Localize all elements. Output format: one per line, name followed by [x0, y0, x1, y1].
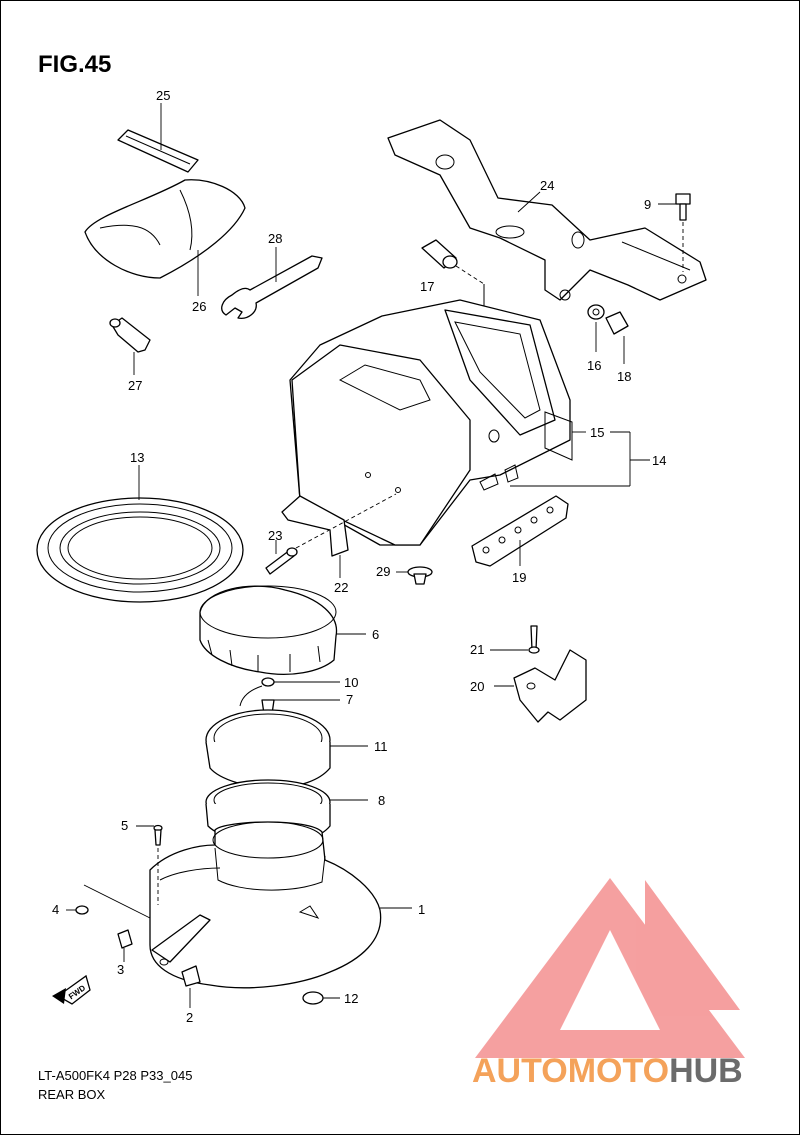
callout-12: 12	[344, 991, 358, 1006]
part-27-plug	[109, 317, 151, 375]
part-11-ring	[205, 709, 368, 789]
part-16-washer	[587, 304, 605, 352]
callout-9: 9	[644, 197, 651, 212]
part-21-bolt	[490, 625, 540, 654]
callout-21: 21	[470, 642, 484, 657]
callout-6: 6	[372, 627, 379, 642]
callout-11: 11	[374, 739, 388, 754]
fwd-arrow-icon: FWD	[52, 974, 91, 1005]
part-13-seal-ring	[36, 465, 244, 603]
callout-17: 17	[420, 279, 434, 294]
part-15-seal	[510, 411, 650, 487]
part-29-rivet	[396, 566, 433, 585]
callout-10: 10	[344, 675, 358, 690]
callout-26: 26	[192, 299, 206, 314]
part-3-screw	[117, 929, 133, 962]
callout-28: 28	[268, 231, 282, 246]
part-25-strap	[117, 103, 199, 173]
part-18-bolt	[605, 311, 629, 364]
figure-title: FIG.45	[38, 51, 111, 78]
part-4-nut	[66, 884, 151, 919]
part-10-screw	[239, 677, 340, 707]
callout-18: 18	[617, 369, 631, 384]
part-12-nut	[302, 991, 340, 1005]
callout-3: 3	[117, 962, 124, 977]
part-23-pin	[265, 493, 397, 575]
callout-8: 8	[378, 793, 385, 808]
callout-14: 14	[652, 453, 666, 468]
watermark-text-a: AUTOMOTO	[472, 1052, 669, 1090]
callout-25: 25	[156, 88, 170, 103]
figure-code: LT-A500FK4 P28 P33_045	[38, 1068, 192, 1083]
figure-name: REAR BOX	[38, 1087, 106, 1102]
part-20-bracket	[494, 649, 587, 723]
part-6-cap	[199, 585, 366, 675]
part-5-screw	[136, 824, 163, 905]
part-24-bracket	[387, 119, 707, 301]
part-28-wrench	[221, 247, 323, 319]
callout-2: 2	[186, 1010, 193, 1025]
callout-24: 24	[540, 178, 554, 193]
callout-22: 22	[334, 580, 348, 595]
callout-23: 23	[268, 528, 282, 543]
watermark-text-b: HUB	[669, 1052, 743, 1090]
part-9-bolt	[658, 193, 691, 272]
callout-16: 16	[587, 358, 601, 373]
part-26-tool-bag	[84, 179, 246, 296]
callout-15: 15	[590, 425, 604, 440]
callout-29: 29	[376, 564, 390, 579]
callout-27: 27	[128, 378, 142, 393]
callout-19: 19	[512, 570, 526, 585]
part-19-hinge-plate	[471, 495, 569, 567]
callout-labels: 25 26 28 27 24 9 17 16 18 15 14 13 23 22…	[52, 88, 666, 1025]
callout-13: 13	[130, 450, 144, 465]
callout-7: 7	[346, 692, 353, 707]
watermark-logo	[475, 878, 745, 1058]
callout-20: 20	[470, 679, 484, 694]
part-1-housing	[149, 821, 412, 989]
callout-5: 5	[121, 818, 128, 833]
callout-4: 4	[52, 902, 59, 917]
part-2-clip	[181, 965, 201, 1008]
watermark-text: AUTOMOTOHUB	[472, 1052, 743, 1090]
part-14-rear-box	[289, 299, 571, 546]
part-22-latch-bracket	[281, 495, 349, 578]
callout-1: 1	[418, 902, 425, 917]
